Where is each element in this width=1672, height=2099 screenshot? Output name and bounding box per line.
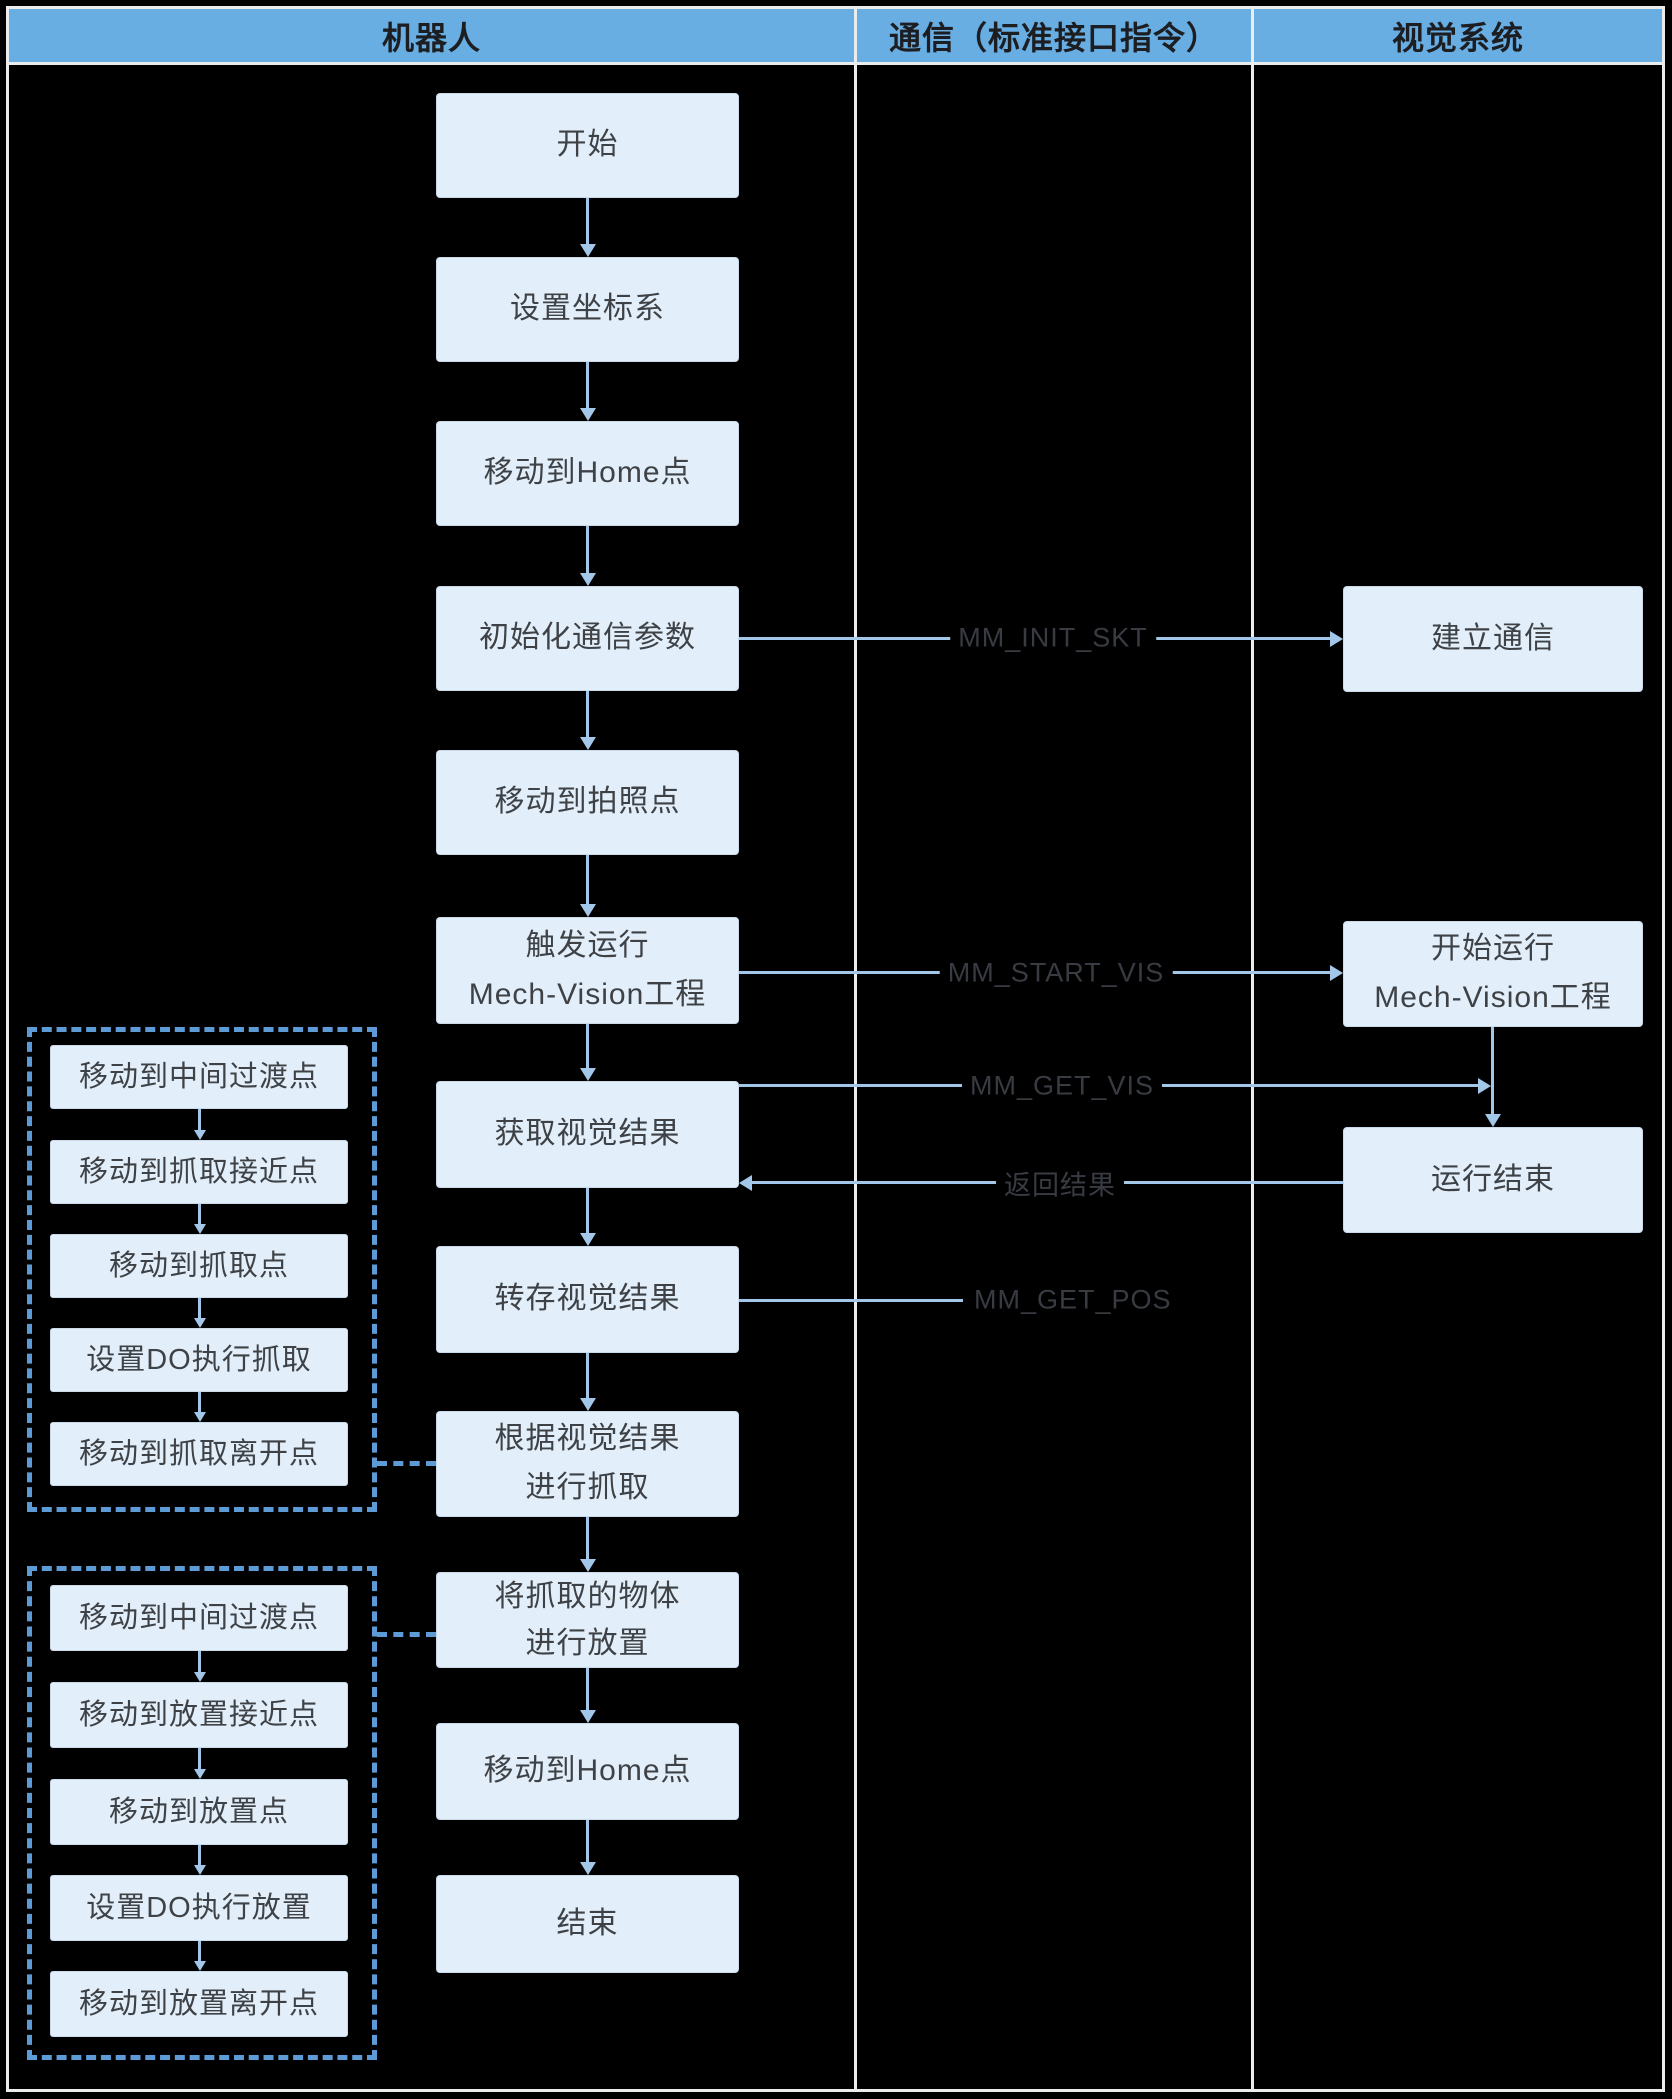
dashed-connector-pick-group bbox=[377, 1461, 436, 1466]
node-label: 移动到抓取离开点 bbox=[78, 1437, 319, 1470]
node-label: 结束 bbox=[556, 1906, 619, 1940]
header-separator bbox=[6, 62, 1665, 65]
arrow-place-to-home bbox=[586, 1668, 589, 1711]
lane-header-communication-label: 通信（标准接口指令） bbox=[888, 19, 1219, 56]
arrow-home-to-init-comm bbox=[586, 526, 589, 574]
lane-header-robot: 机器人 bbox=[9, 9, 854, 62]
node-run-finished: 运行结束 bbox=[1343, 1127, 1643, 1233]
arrow-store-to-pick bbox=[586, 1353, 589, 1399]
dashed-connector-place-group bbox=[377, 1632, 436, 1637]
node-label: 移动到Home点 bbox=[483, 456, 692, 490]
node-label: 进行放置 bbox=[525, 1627, 650, 1660]
lane-header-robot-label: 机器人 bbox=[381, 19, 481, 56]
node-label: 移动到中间过渡点 bbox=[78, 1601, 319, 1634]
node-label: 设置坐标系 bbox=[510, 292, 665, 326]
node-pick-by-vision-result: 根据视觉结果 进行抓取 bbox=[436, 1411, 739, 1517]
arrow-init-comm-to-photo-point bbox=[586, 691, 589, 738]
pick-node-set-do-pick: 设置DO执行抓取 bbox=[50, 1328, 348, 1392]
node-label: 转存视觉结果 bbox=[494, 1282, 681, 1316]
pick-node-move-pick-point: 移动到抓取点 bbox=[50, 1234, 348, 1298]
node-start-running-mech-vision: 开始运行 Mech-Vision工程 bbox=[1343, 921, 1643, 1027]
node-set-coordinate-system: 设置坐标系 bbox=[436, 257, 739, 362]
node-start: 开始 bbox=[436, 93, 739, 198]
node-label: 移动到拍照点 bbox=[494, 785, 681, 819]
connector-label-mm-start-vis: MM_START_VIS bbox=[939, 956, 1173, 990]
node-label: 进行抓取 bbox=[525, 1471, 650, 1504]
arrow-place-1-2 bbox=[198, 1651, 201, 1672]
arrow-pick-3-4 bbox=[198, 1298, 201, 1318]
lane-header-vision-system-label: 视觉系统 bbox=[1391, 19, 1524, 56]
place-node-move-place-point: 移动到放置点 bbox=[50, 1779, 348, 1845]
node-trigger-mech-vision: 触发运行 Mech-Vision工程 bbox=[436, 917, 739, 1024]
pick-node-move-intermediate: 移动到中间过渡点 bbox=[50, 1045, 348, 1109]
connector-label-mm-get-pos: MM_GET_POS bbox=[966, 1283, 1180, 1317]
node-label: 移动到Home点 bbox=[483, 1754, 692, 1788]
node-label: 开始运行 bbox=[1431, 932, 1555, 966]
node-label: 将抓取的物体 bbox=[494, 1580, 681, 1613]
node-label: 建立通信 bbox=[1431, 621, 1555, 655]
line-mm-get-pos bbox=[739, 1299, 963, 1302]
pick-subroutine-group bbox=[27, 1027, 377, 1512]
place-node-set-do-place: 设置DO执行放置 bbox=[50, 1875, 348, 1941]
arrow-start-to-set-coords bbox=[586, 198, 589, 245]
connector-label-mm-get-vis: MM_GET_VIS bbox=[961, 1069, 1163, 1103]
arrow-home-to-end bbox=[586, 1820, 589, 1863]
connector-label-mm-init-skt: MM_INIT_SKT bbox=[950, 621, 1156, 655]
arrow-set-coords-to-home bbox=[586, 362, 589, 409]
node-store-vision-result: 转存视觉结果 bbox=[436, 1246, 739, 1353]
pick-node-move-approach: 移动到抓取接近点 bbox=[50, 1140, 348, 1204]
node-place-picked-object: 将抓取的物体 进行放置 bbox=[436, 1572, 739, 1668]
arrow-get-result-to-store bbox=[586, 1188, 589, 1234]
arrow-place-4-5 bbox=[198, 1941, 201, 1961]
arrow-pick-1-2 bbox=[198, 1109, 201, 1130]
connector-label-return-result: 返回结果 bbox=[996, 1162, 1124, 1204]
node-label: 根据视觉结果 bbox=[494, 1422, 681, 1456]
node-move-to-photo-point: 移动到拍照点 bbox=[436, 750, 739, 855]
node-label: 移动到中间过渡点 bbox=[78, 1060, 319, 1093]
outer-frame bbox=[6, 6, 1665, 2092]
place-node-move-departure: 移动到放置离开点 bbox=[50, 1971, 348, 2037]
node-label: 初始化通信参数 bbox=[479, 621, 696, 655]
node-label: 移动到放置点 bbox=[108, 1795, 289, 1828]
arrow-trigger-to-get-result bbox=[586, 1024, 589, 1069]
node-label: Mech-Vision工程 bbox=[468, 977, 707, 1011]
arrow-photo-point-to-trigger bbox=[586, 855, 589, 905]
node-label: 设置DO执行放置 bbox=[86, 1891, 312, 1924]
node-init-communication-params: 初始化通信参数 bbox=[436, 586, 739, 691]
node-label: 移动到抓取接近点 bbox=[78, 1155, 319, 1188]
node-establish-communication: 建立通信 bbox=[1343, 586, 1643, 692]
node-label: 移动到抓取点 bbox=[108, 1249, 289, 1282]
lane-header-communication: 通信（标准接口指令） bbox=[857, 9, 1251, 62]
node-end: 结束 bbox=[436, 1875, 739, 1973]
lane-divider-2 bbox=[1251, 9, 1254, 2089]
lane-divider-1 bbox=[854, 9, 857, 2089]
arrow-place-3-4 bbox=[198, 1845, 201, 1865]
arrow-start-vision-to-run-finished bbox=[1491, 1027, 1494, 1115]
node-label: 开始 bbox=[556, 128, 619, 162]
node-label: 移动到放置接近点 bbox=[78, 1698, 319, 1731]
arrow-pick-2-3 bbox=[198, 1204, 201, 1224]
arrow-place-2-3 bbox=[198, 1748, 201, 1769]
pick-node-move-departure: 移动到抓取离开点 bbox=[50, 1422, 348, 1486]
arrow-pick-4-5 bbox=[198, 1392, 201, 1412]
node-move-to-home-1: 移动到Home点 bbox=[436, 421, 739, 526]
node-get-vision-result: 获取视觉结果 bbox=[436, 1081, 739, 1188]
place-node-move-approach: 移动到放置接近点 bbox=[50, 1682, 348, 1748]
node-label: 移动到放置离开点 bbox=[78, 1987, 319, 2020]
node-label: Mech-Vision工程 bbox=[1374, 981, 1612, 1014]
place-subroutine-group bbox=[27, 1566, 377, 2060]
node-label: 设置DO执行抓取 bbox=[86, 1343, 312, 1376]
node-label: 获取视觉结果 bbox=[494, 1117, 681, 1151]
lane-header-vision-system: 视觉系统 bbox=[1254, 9, 1662, 62]
node-move-to-home-2: 移动到Home点 bbox=[436, 1723, 739, 1820]
node-label: 运行结束 bbox=[1431, 1162, 1555, 1196]
arrow-pick-to-place bbox=[586, 1517, 589, 1560]
place-node-move-intermediate: 移动到中间过渡点 bbox=[50, 1585, 348, 1651]
node-label: 触发运行 bbox=[525, 928, 650, 962]
